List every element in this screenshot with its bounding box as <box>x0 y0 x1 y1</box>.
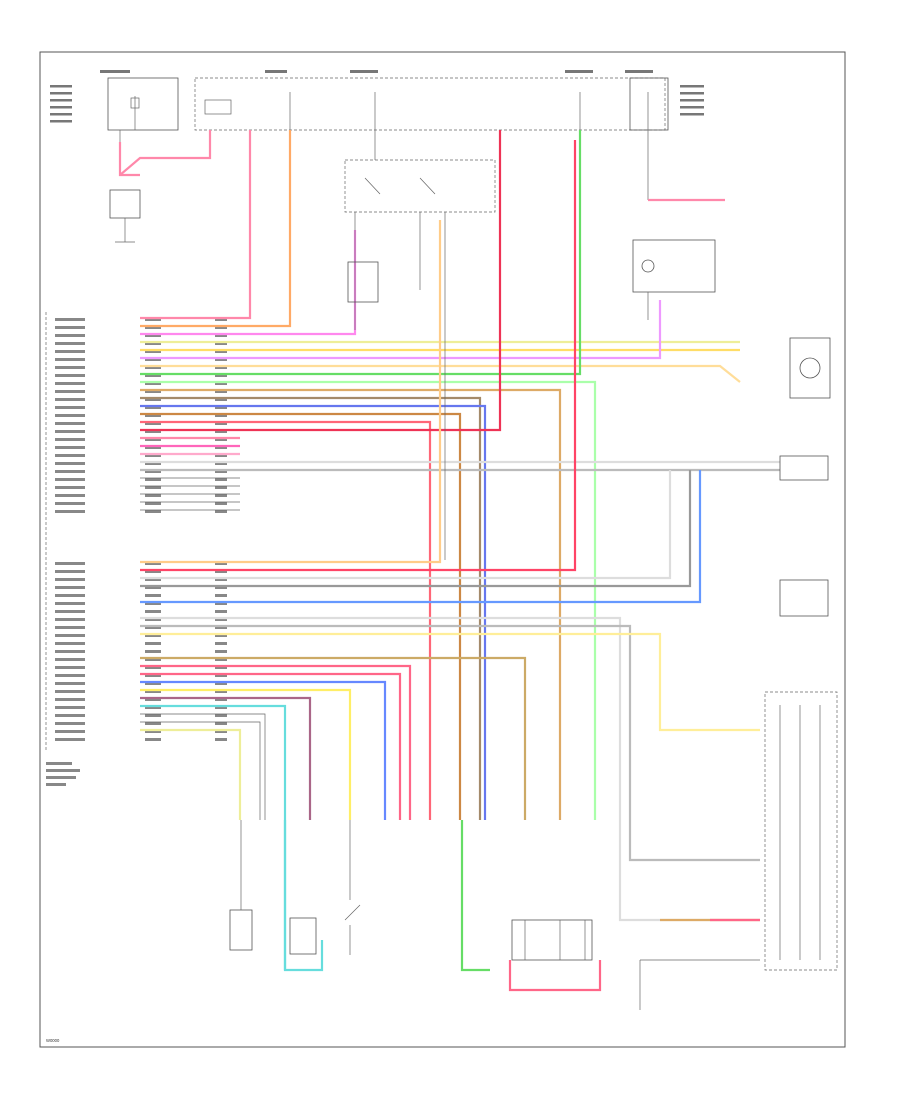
top-labels <box>50 70 704 123</box>
center-switch-assembly <box>344 130 496 560</box>
fuse-block-right <box>629 77 669 131</box>
bottom-pressure-solenoid <box>283 820 324 972</box>
fuse-block-left <box>107 77 179 142</box>
footer-code: W0000 <box>46 1038 60 1043</box>
wire-bundle-lower <box>140 140 760 970</box>
pcm-pin-labels-lower <box>55 562 227 741</box>
top-left-relay <box>109 130 212 243</box>
pcm-pin-labels-upper <box>55 318 227 513</box>
transmission-range-switch <box>639 691 838 1010</box>
diagram-frame <box>39 51 846 1048</box>
bottom-shift-solenoids <box>508 919 602 992</box>
bottom-temp-sensor <box>460 820 490 972</box>
right-upper-sensor <box>779 337 831 617</box>
bottom-solenoid-1 <box>229 820 253 951</box>
fuse-block-center <box>194 77 666 131</box>
top-right-component <box>632 130 725 320</box>
pcm-label <box>46 762 80 786</box>
wire-bundle-upper <box>140 130 780 820</box>
bottom-switch <box>344 820 361 955</box>
